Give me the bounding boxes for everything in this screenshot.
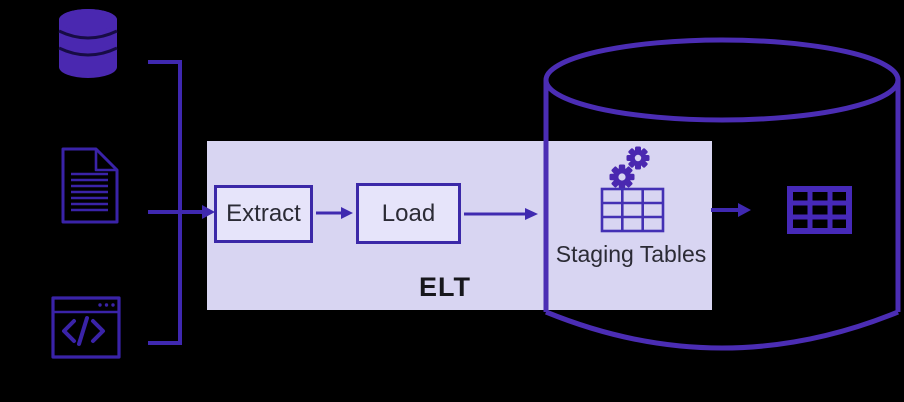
staging-to-table-arrow — [711, 203, 751, 217]
database-icon — [58, 9, 118, 78]
extract-to-load-arrow — [316, 207, 353, 219]
extract-step: Extract — [214, 185, 313, 243]
extract-step-label: Extract — [226, 200, 301, 227]
sources-bracket — [148, 60, 182, 345]
warehouse-table-icon — [787, 186, 852, 234]
elt-label: ELT — [419, 272, 471, 302]
load-to-warehouse-arrow — [464, 208, 538, 220]
staging-tables-label: Staging Tables — [555, 241, 707, 267]
document-icon — [61, 147, 119, 224]
warehouse-cylinder-icon — [543, 37, 901, 351]
gears-icon — [609, 146, 650, 190]
load-step-label: Load — [381, 199, 436, 227]
load-step: Load — [356, 183, 461, 244]
window-dots-icon — [98, 303, 115, 307]
staging-table-icon — [600, 187, 665, 233]
sources-to-elt-arrow — [148, 205, 215, 219]
code-browser-icon — [51, 296, 121, 359]
code-glyph-icon — [62, 316, 105, 346]
